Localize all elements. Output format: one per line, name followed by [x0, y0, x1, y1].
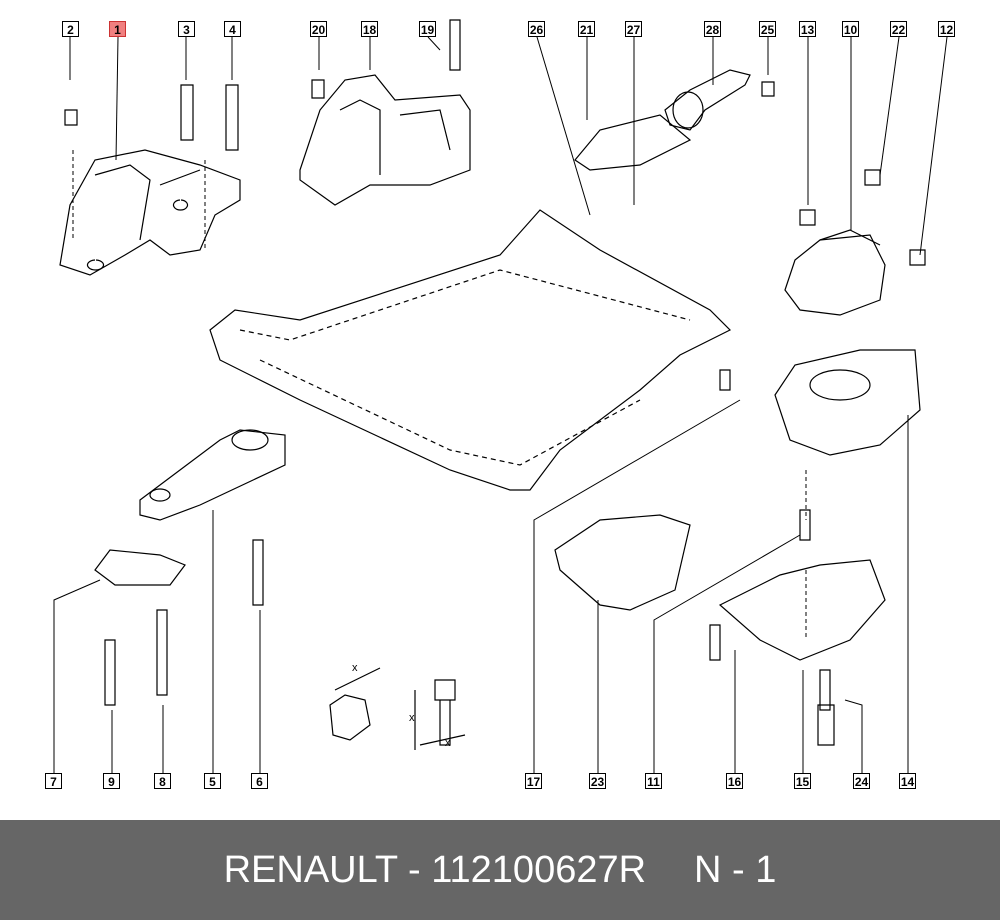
callout-3[interactable]: 3	[178, 21, 195, 37]
bracket-part-23	[554, 514, 691, 611]
callout-18[interactable]: 18	[361, 21, 378, 37]
dimension-x-label: x	[409, 712, 415, 724]
bolts-16-24-11-17	[709, 369, 835, 746]
nuts-13-22-12-25	[761, 81, 926, 266]
dimension-detail	[329, 667, 466, 750]
position-label: N - 1	[694, 848, 777, 891]
callout-12[interactable]: 12	[938, 21, 955, 37]
bracket-part-18	[299, 74, 471, 206]
callout-10[interactable]: 10	[842, 21, 859, 37]
callout-21[interactable]: 21	[578, 21, 595, 37]
engine-mount-part-1	[59, 149, 241, 276]
callout-22[interactable]: 22	[890, 21, 907, 37]
parts-diagram	[53, 19, 948, 773]
callout-13[interactable]: 13	[799, 21, 816, 37]
bracket-part-14	[774, 349, 921, 456]
callout-27[interactable]: 27	[625, 21, 642, 37]
callout-9[interactable]: 9	[103, 773, 120, 789]
mount-part-10	[784, 229, 886, 316]
callout-2[interactable]: 2	[62, 21, 79, 37]
link-part-28	[664, 69, 751, 131]
callout-28[interactable]: 28	[704, 21, 721, 37]
callout-7[interactable]: 7	[45, 773, 62, 789]
subframe	[209, 209, 732, 491]
callout-19[interactable]: 19	[419, 21, 436, 37]
part-footer-bar: RENAULT - 112100627R N - 1	[0, 820, 1000, 920]
callout-16[interactable]: 16	[726, 773, 743, 789]
bracket-part-7	[94, 549, 186, 586]
bolts-2-3-4	[64, 19, 461, 151]
dimension-x-label: x	[445, 737, 451, 749]
callout-17[interactable]: 17	[525, 773, 542, 789]
callout-6[interactable]: 6	[251, 773, 268, 789]
callout-24[interactable]: 24	[853, 773, 870, 789]
callout-25[interactable]: 25	[759, 21, 776, 37]
leader-lines	[53, 36, 948, 773]
torque-rod-part-5	[139, 429, 286, 521]
callout-23[interactable]: 23	[589, 773, 606, 789]
bracket-part-15	[718, 559, 886, 661]
dimension-x-label: x	[352, 662, 358, 674]
callout-5[interactable]: 5	[204, 773, 221, 789]
callout-20[interactable]: 20	[310, 21, 327, 37]
callout-11[interactable]: 11	[645, 773, 662, 789]
callout-26[interactable]: 26	[528, 21, 545, 37]
callout-15[interactable]: 15	[794, 773, 811, 789]
bracket-part-21	[574, 114, 692, 171]
callout-1-highlighted[interactable]: 1	[109, 21, 126, 37]
bolts-9-8-6	[104, 539, 264, 706]
callout-14[interactable]: 14	[899, 773, 916, 789]
callout-4[interactable]: 4	[224, 21, 241, 37]
callout-8[interactable]: 8	[154, 773, 171, 789]
part-number-label: RENAULT - 112100627R	[223, 848, 647, 891]
